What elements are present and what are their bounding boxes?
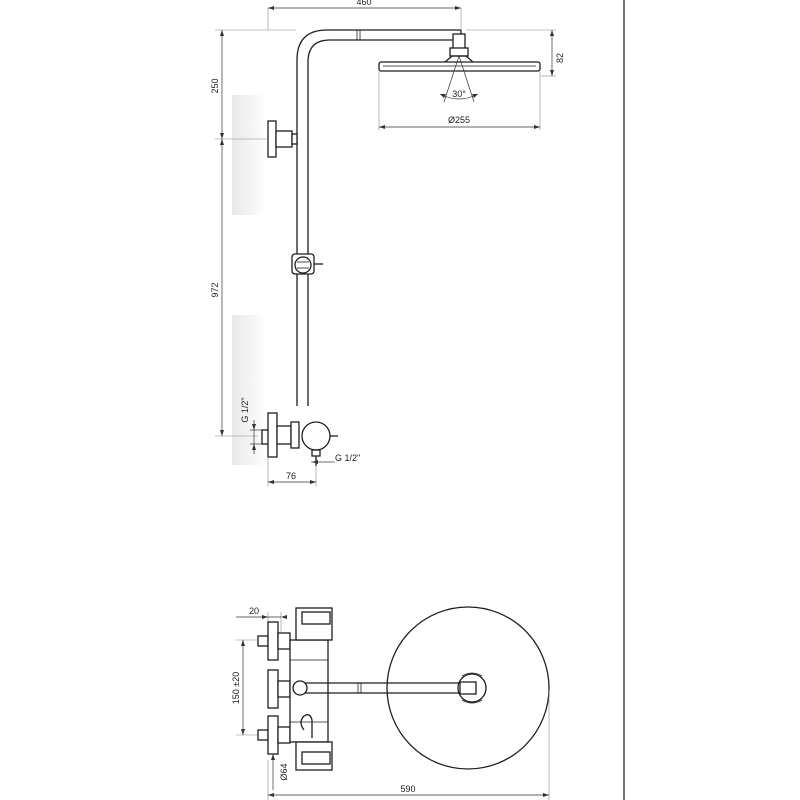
dim-inlet-spacing: 150 ±20 <box>231 639 262 736</box>
mixer-side <box>261 412 338 466</box>
shower-pipe-outer <box>296 29 461 406</box>
slider-holder <box>291 253 323 275</box>
dim-bar-height-label: 972 <box>210 282 220 297</box>
dim-head-height-label: 82 <box>555 53 565 63</box>
dim-offset: 20 <box>236 606 287 632</box>
dim-spray-angle: 30° <box>439 55 479 103</box>
dim-offset-label: 20 <box>249 606 259 616</box>
dim-depth: 76 <box>267 457 317 486</box>
dim-upper-height-label: 250 <box>210 78 220 93</box>
diverter-icon <box>300 714 313 731</box>
dim-head-diameter-label: Ø255 <box>448 115 470 125</box>
upper-wall-bracket <box>267 120 298 158</box>
dim-inlet-thread-label: G 1/2" <box>240 397 250 422</box>
flange-top <box>257 621 291 661</box>
dim-inlet-thread: G 1/2" <box>240 397 262 454</box>
flange-bottom <box>257 715 291 755</box>
dim-outlet-thread: G 1/2" <box>311 453 360 464</box>
riser-section <box>292 680 308 696</box>
dim-flange-diameter: Ø64 <box>271 754 289 790</box>
inlet-flange <box>267 412 278 458</box>
dim-outlet-thread-label: G 1/2" <box>335 453 360 463</box>
shower-head-plate <box>378 61 541 72</box>
shower-head-top <box>386 606 550 770</box>
dim-top-width: 460 <box>267 0 462 30</box>
mixer-top <box>289 607 333 771</box>
slider-knob <box>294 256 312 274</box>
dim-inlet-spacing-label: 150 ±20 <box>231 672 241 704</box>
dim-depth-label: 76 <box>286 471 296 481</box>
dim-vertical: 250 972 <box>210 29 296 437</box>
dim-total-width: 590 <box>267 690 550 800</box>
wall-shadow-lower <box>232 315 267 465</box>
upper-bracket-flange <box>267 120 277 158</box>
outlet-nut <box>311 449 321 457</box>
dim-head-height: 82 <box>466 29 565 77</box>
top-view: 20 150 ±20 <box>231 606 550 800</box>
dim-top-width-label: 460 <box>356 0 371 7</box>
dim-flange-diameter-label: Ø64 <box>279 763 289 780</box>
mixer-body <box>301 421 331 451</box>
dim-spray-angle-label: 30° <box>452 89 466 99</box>
shower-pipe-inner <box>307 39 461 406</box>
flange-middle <box>267 669 291 709</box>
wall-shadow-upper <box>232 95 267 215</box>
dim-head-diameter: Ø255 <box>378 72 541 130</box>
dim-total-width-label: 590 <box>400 784 415 794</box>
side-view: 460 82 30° <box>210 0 565 486</box>
head-swivel <box>449 47 469 57</box>
